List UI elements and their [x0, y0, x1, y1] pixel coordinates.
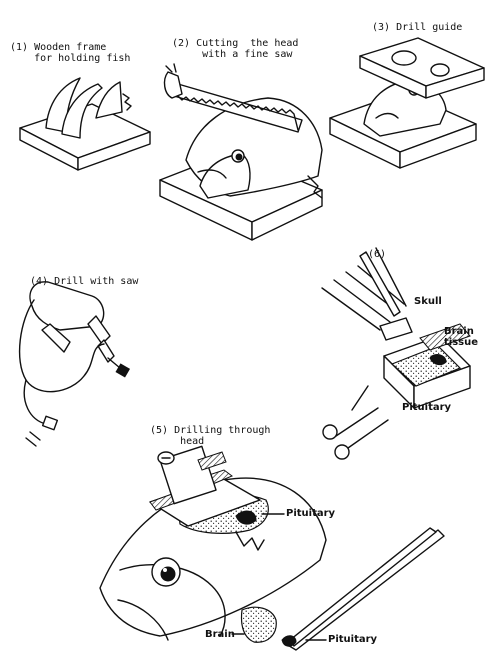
- label-step2: (2) Cutting the head with a fine saw: [172, 38, 299, 60]
- wooden-frame-drawing: [19, 77, 151, 171]
- label-pituitary-6: Pituitary: [402, 402, 452, 413]
- drill-guide-drawing: [329, 37, 485, 169]
- label-pituitary-final: Pituitary: [328, 634, 378, 645]
- label-step6: (6): [368, 249, 387, 260]
- label-pituitary-5: Pituitary: [286, 508, 336, 519]
- saw-cutting-drawing: [159, 63, 323, 241]
- drilling-head-drawing: [99, 445, 445, 651]
- label-skull: Skull: [414, 296, 442, 307]
- label-step5: (5) Drilling through head: [150, 425, 271, 447]
- label-step1: (1) Wooden frame for holding fish: [10, 42, 131, 64]
- dissection-drawing: [321, 247, 471, 460]
- drill-drawing: [18, 281, 131, 447]
- label-step4: (4) Drill with saw: [30, 276, 139, 287]
- label-brain-tissue: Brain tissue: [444, 326, 479, 348]
- label-step3: (3) Drill guide: [372, 22, 463, 33]
- label-brain: Brain: [205, 629, 235, 640]
